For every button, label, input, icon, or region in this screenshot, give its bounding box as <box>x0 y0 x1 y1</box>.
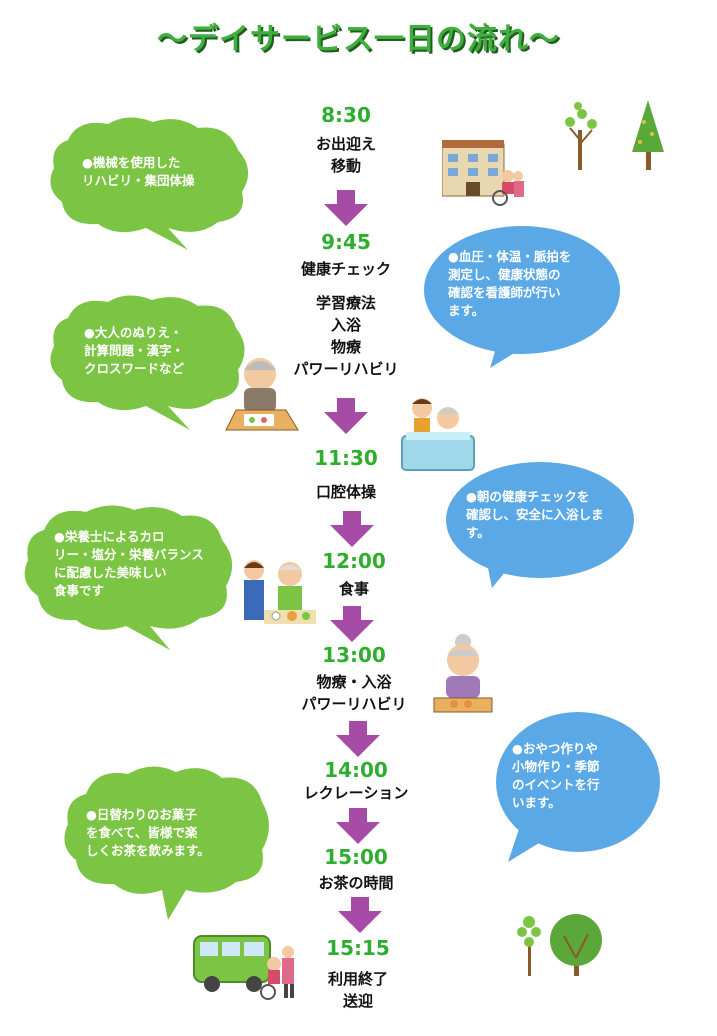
down-arrow-icon <box>336 808 380 844</box>
down-arrow-icon <box>324 190 368 226</box>
activity-0945-extra: 学習療法 入浴 物療 パワーリハビリ <box>236 292 456 380</box>
note-bath-text: ●朝の健康チェックを 確認し、安全に入浴しま す。 <box>466 489 604 540</box>
building-icon <box>442 140 524 206</box>
activity-line: 送迎 <box>342 992 373 1010</box>
bus-icon <box>193 935 294 1000</box>
activity-1400: レクレーション <box>246 782 466 804</box>
elderly-man-icon <box>225 358 299 431</box>
time-1400: 14:00 <box>324 758 388 782</box>
activity-line: パワーリハビリ <box>293 360 399 378</box>
note-bath-bubble: ●朝の健康チェックを 確認し、安全に入浴しま す。 <box>440 458 636 590</box>
activity-line: 食事 <box>338 580 369 598</box>
cloud-shape <box>50 295 245 430</box>
activity-line: レクレーション <box>303 784 409 802</box>
activity-1200: 食事 <box>244 578 464 600</box>
cloud-shape <box>424 226 620 368</box>
note-health-bubble: ●血圧・体温・脈拍を 測定し、健康状態の 確認を看護師が行い ます。 <box>412 218 622 368</box>
cloud-shape <box>446 462 634 588</box>
note-snack-text: ●日替わりのお菓子 を食べて、皆様で楽 しくお茶を飲みます。 <box>86 807 210 858</box>
activity-1515: 利用終了 送迎 <box>248 968 468 1012</box>
grandma-cooking-icon <box>433 634 493 713</box>
tree-icon <box>517 914 602 976</box>
down-arrow-icon <box>336 721 380 757</box>
activity-line: パワーリハビリ <box>301 695 407 713</box>
cloud-shape <box>64 766 269 920</box>
activity-line: 口腔体操 <box>315 483 376 501</box>
cloud-shape <box>496 712 660 862</box>
activity-1500: お茶の時間 <box>246 872 466 894</box>
down-arrow-icon <box>330 606 374 642</box>
note-events-bubble: ●おやつ作りや 小物作り・季節 のイベントを行 います。 <box>486 706 662 866</box>
note-learning-bubble: ●大人のぬりえ・ 計算問題・漢字・ クロスワードなど <box>40 290 250 430</box>
note-rehab-text: ●機械を使用した リハビリ・集団体操 <box>82 155 195 188</box>
activity-1130: 口腔体操 <box>236 481 456 503</box>
activity-line: 入浴 <box>330 316 361 334</box>
down-arrow-icon <box>330 511 374 547</box>
activity-line: 物療・入浴 <box>316 673 392 691</box>
time-1515: 15:15 <box>326 936 390 960</box>
activity-line: 学習療法 <box>315 294 376 312</box>
down-arrow-icon <box>324 398 368 434</box>
activity-line: お茶の時間 <box>318 874 394 892</box>
activity-line: 健康チェック <box>300 260 391 278</box>
time-1200: 12:00 <box>322 549 386 573</box>
meal-icon <box>244 560 316 624</box>
note-meal-text: ●栄養士によるカロ リー・塩分・栄養バランス に配慮した美味しい 食事です <box>54 529 204 598</box>
note-health-text: ●血圧・体温・脈拍を 測定し、健康状態の 確認を看護師が行い ます。 <box>448 249 572 318</box>
activity-line: お出迎え <box>315 135 376 153</box>
page-title: ～デイサービス一日の流れ～ <box>157 22 560 57</box>
note-snack-bubble: ●日替わりのお菓子 を食べて、皆様で楽 しくお茶を飲みます。 <box>58 760 274 920</box>
down-arrow-icon <box>338 897 382 933</box>
time-0830: 8:30 <box>321 103 371 127</box>
activity-line: 移動 <box>330 157 361 175</box>
note-events-text: ●おやつ作りや 小物作り・季節 のイベントを行 います。 <box>512 741 600 810</box>
bath-icon <box>401 398 475 471</box>
cloud-shape <box>24 505 233 650</box>
note-meal-bubble: ●栄養士によるカロ リー・塩分・栄養バランス に配慮した美味しい 食事です <box>14 500 240 650</box>
cloud-shape <box>50 117 249 250</box>
activity-1300: 物療・入浴 パワーリハビリ <box>244 671 464 715</box>
time-1300: 13:00 <box>322 643 386 667</box>
activity-0945: 健康チェック <box>236 258 456 280</box>
time-0945: 9:45 <box>321 230 371 254</box>
time-1500: 15:00 <box>324 845 388 869</box>
note-learning-text: ●大人のぬりえ・ 計算問題・漢字・ クロスワードなど <box>84 325 185 376</box>
activity-0830: お出迎え 移動 <box>236 133 456 177</box>
tree-icon <box>565 100 664 170</box>
activity-line: 物療 <box>330 338 361 356</box>
time-1130: 11:30 <box>314 446 378 470</box>
note-rehab-bubble: ●機械を使用した リハビリ・集団体操 <box>38 110 258 250</box>
activity-line: 利用終了 <box>327 970 388 988</box>
